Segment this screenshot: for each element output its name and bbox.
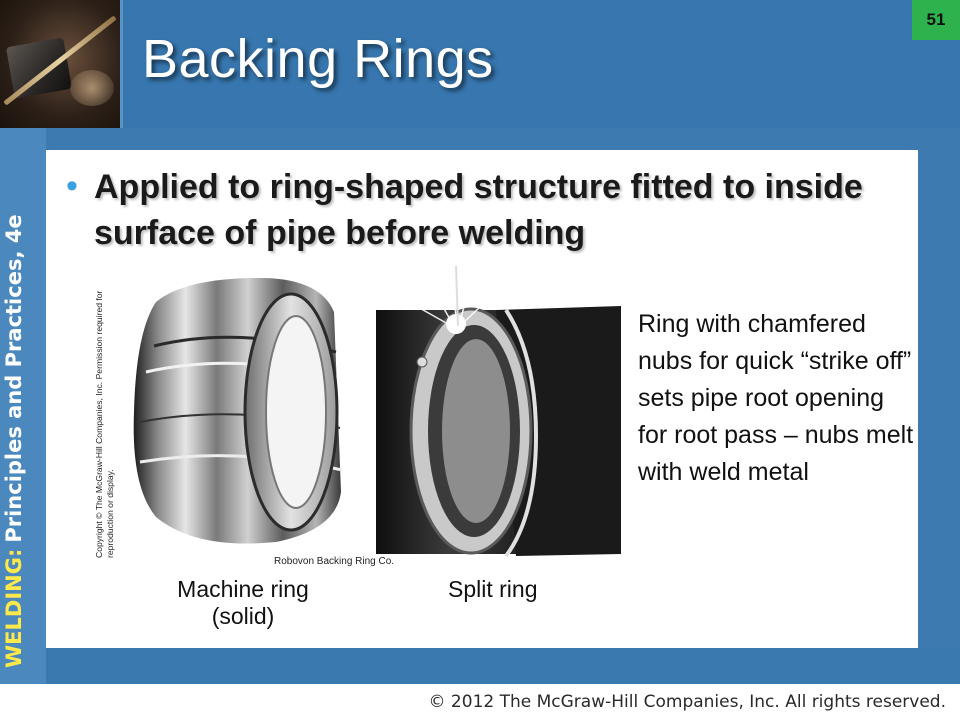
image-credit: Robovon Backing Ring Co. [274, 556, 395, 567]
bullet-text: Applied to ring-shaped structure fitted … [94, 168, 863, 252]
split-ring-photo [376, 266, 621, 558]
side-strip [0, 128, 46, 684]
welding-logo-image [0, 0, 120, 128]
bullet-dot-icon: • [66, 167, 78, 205]
footer: © 2012 The McGraw-Hill Companies, Inc. A… [0, 684, 960, 720]
footer-copyright: © 2012 The McGraw-Hill Companies, Inc. A… [428, 692, 946, 712]
ring-description: Ring with chamfered nubs for quick “stri… [638, 310, 914, 486]
slide-title: Backing Rings [142, 29, 494, 89]
machine-ring-photo [133, 277, 343, 544]
content-panel: • Applied to ring-shaped structure fitte… [46, 150, 918, 648]
page-number-badge: 51 [912, 0, 960, 40]
logo-divider [120, 0, 123, 128]
image-permission-note: Copyright © The McGraw-Hill Companies, I… [94, 290, 115, 558]
split-ring-caption: Split ring [448, 576, 538, 602]
machine-ring-caption: Machine ring (solid) [177, 576, 309, 629]
bullet-item: • Applied to ring-shaped structure fitte… [66, 164, 906, 256]
footer-strip [46, 648, 960, 684]
title-bar: Backing Rings 51 [0, 0, 960, 128]
book-title-rest: Principles and Practices, 4e [2, 214, 26, 543]
book-title-vertical: WELDING: Principles and Practices, 4e [2, 214, 26, 668]
book-title-lead: WELDING: [2, 548, 26, 668]
